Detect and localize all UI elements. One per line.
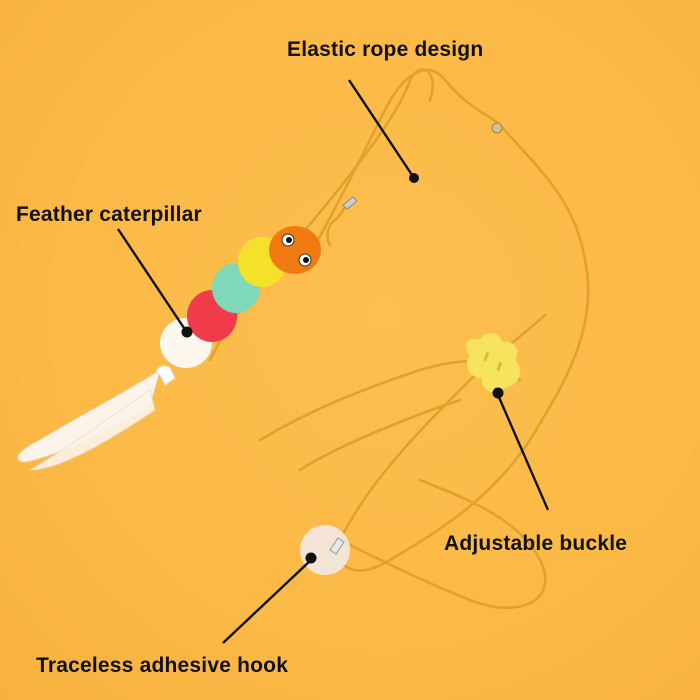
leader-dots <box>181 173 504 564</box>
caterpillar <box>160 226 321 368</box>
feather <box>17 365 176 471</box>
leader-lines <box>117 79 550 644</box>
label-traceless-hook: Traceless adhesive hook <box>36 654 289 677</box>
label-elastic-rope: Elastic rope design <box>287 38 484 61</box>
elastic-rope <box>208 68 590 610</box>
label-feather-caterpillar: Feather caterpillar <box>16 203 202 226</box>
adhesive-hook <box>300 525 350 575</box>
bell <box>491 122 503 134</box>
label-adjustable-buckle: Adjustable buckle <box>444 532 628 555</box>
buckle <box>465 332 521 393</box>
swivel-clasp <box>342 196 358 210</box>
